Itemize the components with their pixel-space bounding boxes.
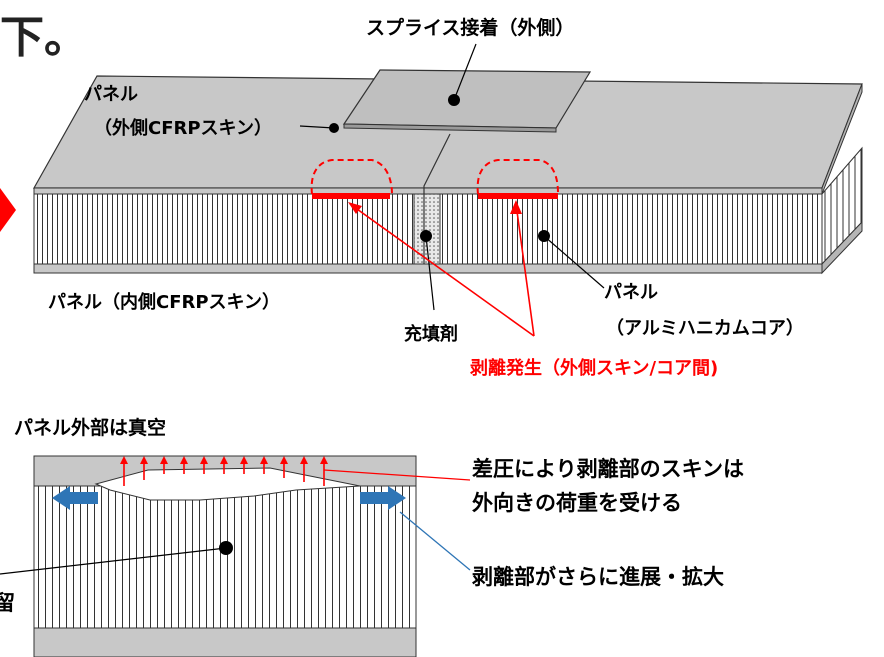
bottom-inner-skin	[33, 627, 417, 657]
inner-skin-front	[33, 263, 823, 274]
splice-plate-edge	[343, 123, 557, 133]
delamination-pointer-arrows	[348, 200, 535, 337]
outer-skin-label-line2: （外側CFRPスキン）	[94, 117, 272, 139]
core-label-line1: パネル	[604, 282, 658, 303]
delamination-bar-left	[312, 193, 390, 199]
honeycomb-core-right	[439, 193, 823, 265]
left-edge-fragment: 留	[0, 591, 15, 615]
delamination-bubble-left	[310, 159, 393, 195]
left-red-arrow-icon	[0, 188, 16, 232]
bottom-section-diagram	[0, 455, 471, 657]
heading-fragment: 下。	[0, 12, 88, 63]
growth-label: 剥離部がさらに進展・拡大	[472, 565, 724, 589]
honeycomb-core-left	[33, 193, 415, 265]
top-panel-diagram	[32, 43, 863, 337]
outer-skin-side-edge	[821, 83, 863, 195]
growth-arrow-right-icon	[360, 486, 406, 510]
inner-skin-side	[821, 220, 863, 275]
splice-plate	[342, 69, 592, 129]
filler-label: 充填剤	[404, 323, 458, 345]
load-label-line1: 差圧により剥離部のスキンは	[472, 457, 744, 481]
splice-label: スプライス接着（外側）	[366, 16, 574, 39]
bottom-honeycomb-core	[33, 485, 417, 629]
bottom-delamination-gap	[94, 467, 361, 501]
panel-seam	[423, 133, 451, 194]
core-label-line2: （アルミハニカムコア）	[606, 318, 804, 339]
inner-skin-label: パネル（内側CFRPスキン）	[48, 291, 280, 313]
vacuum-label: パネル外部は真空	[14, 416, 166, 439]
pressure-arrows	[120, 456, 328, 486]
outer-skin-label-line1: パネル	[84, 84, 138, 105]
load-label-line2: 外向きの荷重を受ける	[472, 491, 682, 515]
delamination-bubble-right	[476, 159, 559, 195]
outer-skin-front-edge	[33, 187, 823, 195]
growth-arrow-left-icon	[52, 486, 98, 510]
delamination-label: 剥離発生（外側スキン/コア間)	[470, 357, 718, 379]
delamination-bar-right	[478, 193, 558, 199]
